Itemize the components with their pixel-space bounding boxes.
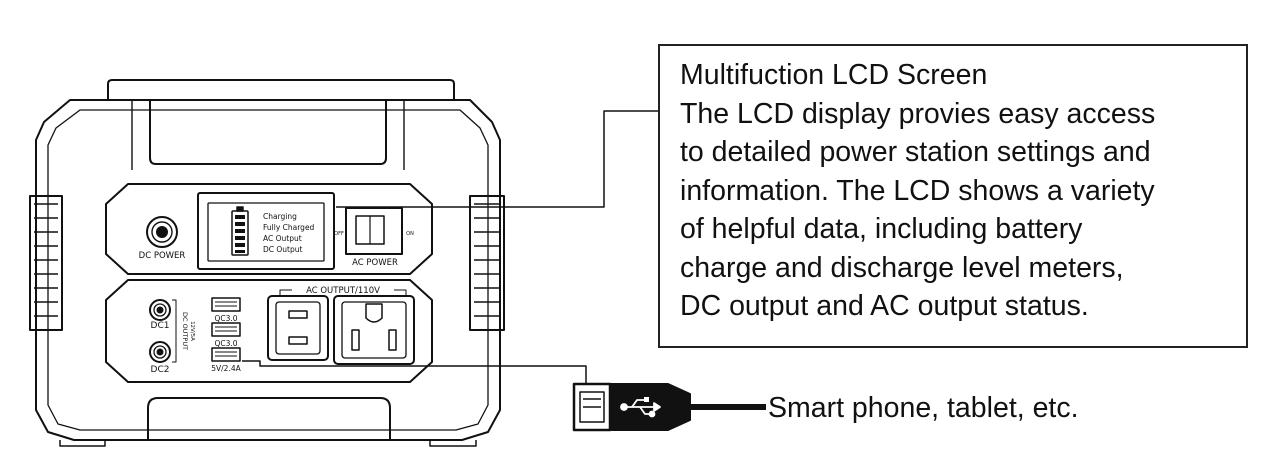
lcd-label-charging: Charging — [263, 212, 297, 221]
device-body — [35, 99, 501, 447]
carry-handle — [107, 79, 455, 170]
lcd-callout-line: DC output and AC output status. — [680, 290, 1089, 322]
usb-label-2: QC3.0 — [214, 339, 237, 348]
lcd-label-dc-output: DC Output — [263, 245, 303, 254]
lcd-callout-line: The LCD display provies easy access — [680, 97, 1156, 130]
ac-output-label: AC OUTPUT/110V — [306, 286, 380, 296]
lcd-callout-line: to detailed power station settings and — [680, 136, 1151, 168]
usb-cable — [572, 382, 766, 432]
lower-panel — [105, 279, 433, 383]
dc1-port — [149, 299, 171, 321]
usb-port-1 — [211, 297, 241, 312]
ac-power-label: AC POWER — [352, 258, 398, 268]
lcd-callout-line: information. The LCD shows a variety — [680, 174, 1155, 207]
lcd-label-ac-output: AC Output — [263, 234, 302, 243]
lcd-callout-line: of helpful data, including battery — [680, 213, 1083, 245]
switch-off-label: OFF — [334, 231, 344, 237]
right-side-grip — [469, 195, 505, 331]
usb-symbol-icon — [620, 397, 661, 418]
lcd-battery-icon — [231, 206, 249, 256]
lcd-leader-line — [336, 110, 658, 208]
upper-panel — [105, 183, 433, 275]
dc2-port — [149, 341, 171, 363]
dc-output-bracket — [172, 299, 177, 363]
lcd-callout-title: Multifuction LCD Screen — [680, 59, 988, 91]
switch-on-label: ON — [406, 231, 414, 237]
dc-output-spec: 12V/5A — [189, 321, 195, 341]
ac-outlet-three-prong — [333, 295, 415, 365]
dc-power-input — [146, 216, 178, 248]
lcd-callout-line: charge and discharge level meters, — [680, 251, 1124, 284]
ac-outlet-two-prong — [267, 295, 329, 361]
ac-power-switch — [345, 207, 403, 255]
usb-port-2 — [211, 322, 241, 337]
usb-label-3: 5V/2.4A — [211, 364, 241, 373]
lcd-label-fully-charged: Fully Charged — [263, 223, 315, 232]
lcd-screen — [197, 192, 335, 270]
left-side-grip — [29, 195, 63, 331]
dc2-label: DC2 — [151, 365, 170, 375]
dc-output-label: DC OUTPUT — [181, 312, 189, 350]
dc1-label: DC1 — [151, 321, 170, 331]
usb-label-1: QC3.0 — [214, 314, 237, 323]
lcd-callout-box: Multifuction LCD Screen The LCD display … — [658, 44, 1248, 348]
dc-power-label: DC POWER — [139, 251, 186, 261]
usb-port-3 — [211, 347, 241, 362]
usb-leader-line — [242, 360, 587, 384]
usb-callout-text: Smart phone, tablet, etc. — [768, 392, 1079, 424]
ac-output-bracket — [279, 289, 407, 296]
